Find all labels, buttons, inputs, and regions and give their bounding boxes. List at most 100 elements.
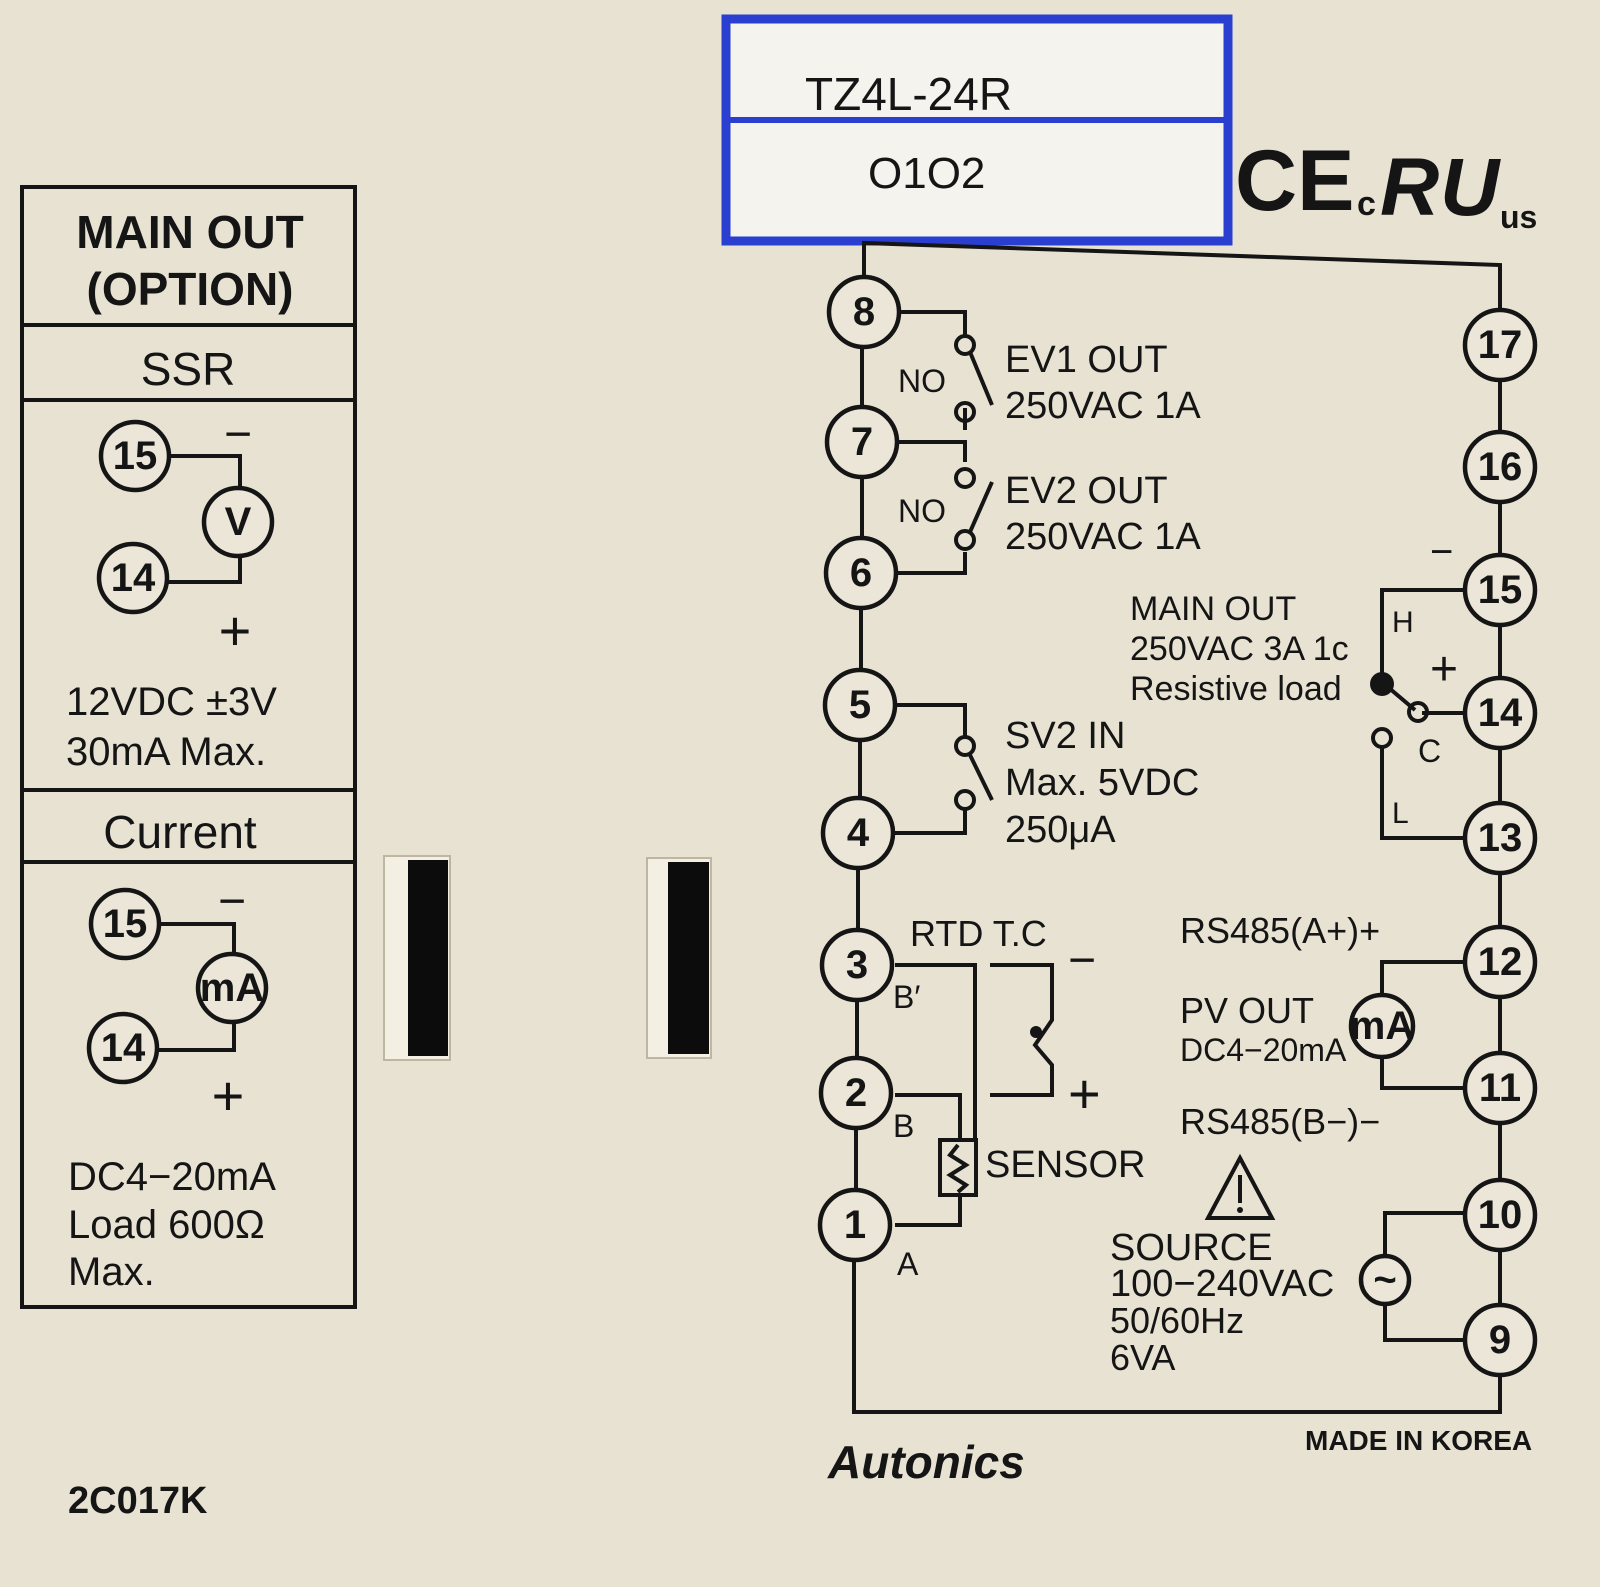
certification-marks: CE c R U us xyxy=(1235,133,1537,235)
svg-text:U: U xyxy=(1440,142,1501,233)
terminal-2: 2 xyxy=(818,1055,894,1131)
pv-out-label: PV OUT xyxy=(1180,990,1314,1031)
mounting-slot-left xyxy=(383,855,451,1061)
svg-text:17: 17 xyxy=(1478,323,1523,367)
ammeter-icon: mA xyxy=(200,966,264,1010)
svg-text:A: A xyxy=(897,1246,919,1282)
svg-text:us: us xyxy=(1500,199,1537,235)
svg-text:c: c xyxy=(1357,185,1376,223)
terminal-8: 8 xyxy=(826,274,902,350)
part-code: 2C017K xyxy=(68,1480,208,1522)
ssr-spec-1: 12VDC ±3V xyxy=(66,680,277,724)
warning-icon xyxy=(1204,1153,1276,1220)
current-spec-2: Load 600Ω xyxy=(68,1203,265,1247)
terminal-14: 14 xyxy=(1462,675,1538,751)
terminal-4: 4 xyxy=(820,795,896,871)
svg-text:+: + xyxy=(219,599,252,662)
serial-number: O1O2 xyxy=(868,149,985,198)
svg-text:−: − xyxy=(224,408,252,461)
terminal-7: 7 xyxy=(824,404,900,480)
model-number: TZ4L-24R xyxy=(805,68,1012,120)
model-label: TZ4L-24R O1O2 xyxy=(721,14,1233,246)
svg-text:C: C xyxy=(1418,733,1441,769)
svg-text:2: 2 xyxy=(845,1071,867,1115)
mounting-slot-right xyxy=(646,857,712,1059)
svg-text:−: − xyxy=(1430,530,1453,574)
terminal-12: 12 xyxy=(1462,924,1538,1000)
svg-text:250μA: 250μA xyxy=(1005,809,1116,851)
current-spec-3: Max. xyxy=(68,1250,155,1294)
svg-text:DC4−20mA: DC4−20mA xyxy=(1180,1032,1347,1068)
ssr-terminal-15: 15 xyxy=(113,434,158,478)
svg-text:250VAC 1A: 250VAC 1A xyxy=(1005,516,1201,558)
svg-text:15: 15 xyxy=(1478,568,1523,612)
rs485-a-label: RS485(A+)+ xyxy=(1180,910,1380,951)
svg-text:−: − xyxy=(1068,934,1096,987)
model-label-border xyxy=(721,14,1233,246)
current-terminal-15: 15 xyxy=(103,902,148,946)
svg-text:1: 1 xyxy=(844,1203,866,1247)
terminal-3: 3 xyxy=(819,927,895,1003)
svg-text:250VAC 1A: 250VAC 1A xyxy=(1005,385,1201,427)
svg-text:−: − xyxy=(218,875,246,928)
sv2-label: SV2 IN xyxy=(1005,715,1125,757)
terminal-1: 1 xyxy=(817,1187,893,1263)
terminal-diagram: NO NO EV1 OUT 250VAC 1A EV2 OUT 250VAC 1… xyxy=(817,240,1538,1414)
svg-text:L: L xyxy=(1392,797,1409,830)
option-title-2: (OPTION) xyxy=(87,263,294,315)
svg-text:5: 5 xyxy=(849,683,871,727)
terminal-16: 16 xyxy=(1462,429,1538,505)
svg-text:+: + xyxy=(1068,1062,1101,1125)
sensor-label: SENSOR xyxy=(985,1144,1145,1186)
main-out-label: MAIN OUT xyxy=(1130,590,1296,628)
svg-text:7: 7 xyxy=(851,420,873,464)
ac-source-icon: ~ xyxy=(1373,1258,1396,1302)
sensor-heading: RTD T.C xyxy=(910,913,1047,954)
svg-text:4: 4 xyxy=(847,811,870,855)
ssr-heading: SSR xyxy=(141,343,236,395)
option-title-1: MAIN OUT xyxy=(76,206,303,258)
rtd-resistor-icon xyxy=(938,1138,978,1197)
ul-mark-icon: R xyxy=(1380,142,1439,233)
ce-mark-icon: CE xyxy=(1235,133,1354,229)
current-heading: Current xyxy=(103,806,257,858)
svg-text:12: 12 xyxy=(1478,940,1523,984)
terminal-15: 15 xyxy=(1462,552,1538,628)
pv-ammeter-icon: mA xyxy=(1350,1004,1414,1048)
ssr-terminal-14: 14 xyxy=(111,556,156,600)
svg-text:B′: B′ xyxy=(893,979,920,1015)
svg-text:3: 3 xyxy=(846,943,868,987)
svg-text:H: H xyxy=(1392,606,1414,639)
voltmeter-icon: V xyxy=(225,500,252,544)
current-terminal-14: 14 xyxy=(101,1026,146,1070)
ev1-label: EV1 OUT xyxy=(1005,339,1168,381)
current-spec-1: DC4−20mA xyxy=(68,1155,276,1199)
terminal-6: 6 xyxy=(823,535,899,611)
svg-text:11: 11 xyxy=(1479,1066,1521,1110)
svg-text:14: 14 xyxy=(1478,691,1523,735)
svg-text:10: 10 xyxy=(1478,1193,1523,1237)
svg-text:+: + xyxy=(1430,643,1458,696)
svg-text:9: 9 xyxy=(1489,1318,1511,1362)
ssr-spec-2: 30mA Max. xyxy=(66,730,266,774)
svg-text:Max. 5VDC: Max. 5VDC xyxy=(1005,762,1199,804)
svg-text:+: + xyxy=(212,1064,245,1127)
terminal-5: 5 xyxy=(822,667,898,743)
terminal-13: 13 xyxy=(1462,800,1538,876)
svg-text:250VAC 3A 1c: 250VAC 3A 1c xyxy=(1130,630,1349,668)
svg-text:NO: NO xyxy=(898,363,946,399)
svg-text:B: B xyxy=(893,1108,914,1144)
svg-text:100−240VAC: 100−240VAC xyxy=(1110,1263,1334,1305)
svg-text:6VA: 6VA xyxy=(1110,1337,1175,1378)
svg-text:NO: NO xyxy=(898,493,946,529)
svg-text:13: 13 xyxy=(1478,816,1523,860)
ev2-label: EV2 OUT xyxy=(1005,470,1168,512)
brand-logo: Autonics xyxy=(827,1436,1025,1488)
svg-text:Resistive load: Resistive load xyxy=(1130,670,1342,708)
svg-text:16: 16 xyxy=(1478,445,1523,489)
origin-text: MADE IN KOREA xyxy=(1305,1425,1532,1456)
terminal-11: 11 xyxy=(1462,1050,1538,1126)
terminal-9: 9 xyxy=(1462,1302,1538,1378)
svg-text:50/60Hz: 50/60Hz xyxy=(1110,1300,1244,1341)
